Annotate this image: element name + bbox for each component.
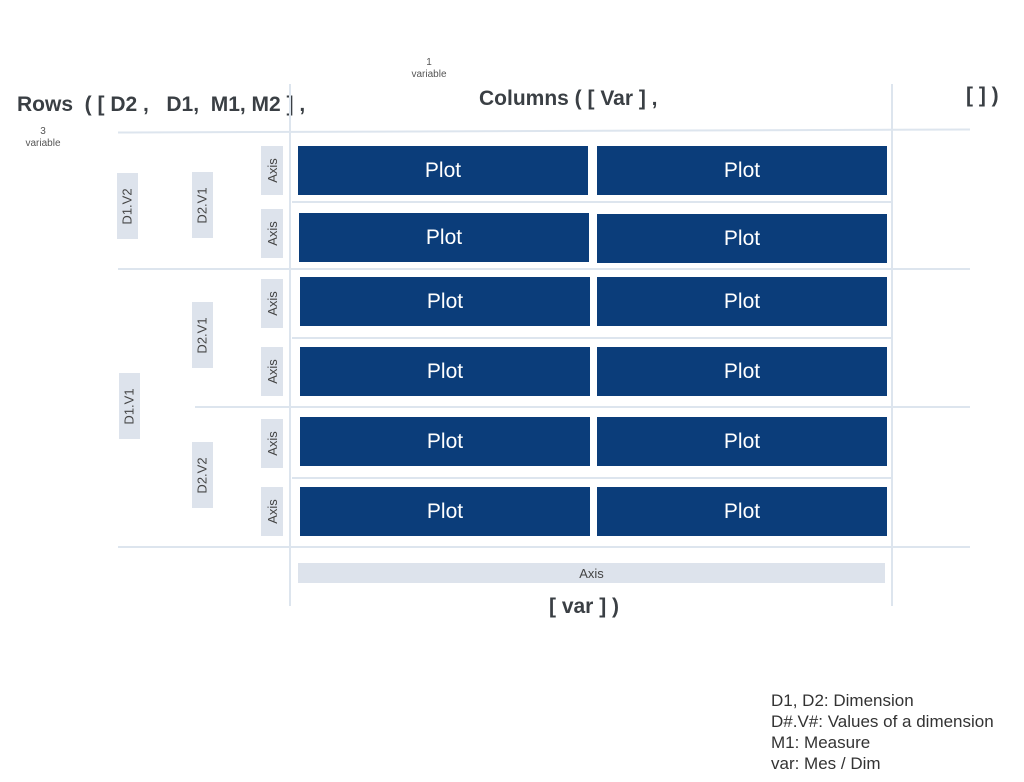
plot-r3-c1: Plot [300, 277, 590, 326]
axis-divider-1 [292, 201, 892, 203]
rows-label: Rows ( [ D2 , D1, M1, M2 ] , [17, 93, 306, 116]
header-divider [117, 128, 971, 134]
axis-divider-2 [292, 337, 892, 339]
plot-r2-c2: Plot [597, 214, 887, 263]
plot-right-divider [891, 84, 893, 606]
plot-r6-c1: Plot [300, 487, 590, 536]
plot-r1-c2: Plot [597, 146, 887, 195]
plot-r3-c2: Plot [597, 277, 887, 326]
axis-row-2: Axis [261, 209, 283, 258]
dim-d2-v1-mid: D2.V1 [192, 302, 213, 368]
axis-row-5: Axis [261, 419, 283, 468]
plot-r1-c1: Plot [298, 146, 588, 195]
legend-item-values: D#.V#: Values of a dimension [771, 712, 994, 731]
rows-count: 3 variable [18, 126, 68, 150]
axis-bottom: Axis [298, 563, 885, 583]
axis-row-1: Axis [261, 146, 283, 195]
axis-divider-3 [292, 477, 892, 479]
dim-d2-v1-top: D2.V1 [192, 172, 213, 238]
plot-r6-c2: Plot [597, 487, 887, 536]
legend: D1, D2: Dimension D#.V#: Values of a dim… [771, 690, 994, 774]
plot-r5-c2: Plot [597, 417, 887, 466]
columns-count-word: variable [411, 69, 447, 80]
columns-label: Columns ( [ Var ] , [479, 87, 658, 110]
columns-count-number: 1 [426, 57, 432, 68]
axis-row-6: Axis [261, 487, 283, 536]
dim-d1-v1: D1.V1 [119, 373, 140, 439]
axis-row-4: Axis [261, 347, 283, 396]
rows-count-number: 3 [40, 126, 46, 137]
row-divider-3 [118, 546, 970, 548]
legend-item-var: var: Mes / Dim [771, 754, 881, 773]
row-divider-1 [118, 268, 970, 270]
columns-count: 1 variable [404, 57, 454, 81]
plot-r2-c1: Plot [299, 213, 589, 262]
row-divider-2 [195, 406, 970, 408]
plot-r5-c1: Plot [300, 417, 590, 466]
plot-r4-c2: Plot [597, 347, 887, 396]
axis-row-3: Axis [261, 279, 283, 328]
legend-item-dimension: D1, D2: Dimension [771, 691, 914, 710]
dim-d1-v2: D1.V2 [117, 173, 138, 239]
dim-d2-v2: D2.V2 [192, 442, 213, 508]
var-label: [ var ] ) [549, 595, 620, 618]
extra-label: [ ] ) [966, 84, 999, 107]
legend-item-measure: M1: Measure [771, 733, 871, 752]
plot-r4-c1: Plot [300, 347, 590, 396]
rows-count-word: variable [25, 138, 61, 149]
plot-left-divider [289, 84, 291, 606]
